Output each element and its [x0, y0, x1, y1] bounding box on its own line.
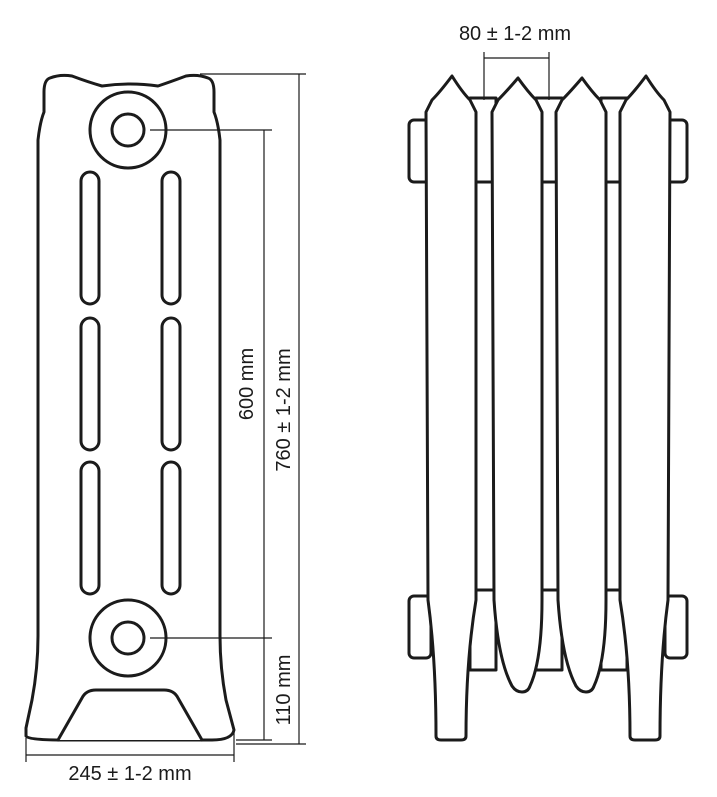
bottom-connection-hole — [110, 620, 146, 656]
width-label: 245 ± 1-2 mm — [68, 763, 191, 785]
radiator-section — [424, 74, 478, 742]
side-view — [407, 74, 689, 742]
base-height-label: 110 mm — [273, 655, 295, 726]
radiator-section — [618, 74, 672, 742]
height-label: 760 ± 1-2 mm — [273, 348, 295, 471]
front-slot — [160, 170, 182, 306]
radiator-section — [490, 76, 544, 694]
axis-distance-label: 600 mm — [236, 348, 258, 420]
front-slot — [79, 170, 101, 306]
front-slot — [160, 460, 182, 596]
front-slot — [79, 460, 101, 596]
front-dimensions: 245 ± 1-2 mm 600 mm 760 ± 1-2 mm 110 mm — [25, 73, 306, 785]
front-base-cutout — [56, 688, 204, 742]
section-pitch-label: 80 ± 1-2 mm — [459, 23, 571, 45]
front-section-outline — [24, 73, 236, 742]
front-slot — [160, 316, 182, 452]
top-connection-hole — [110, 112, 146, 148]
side-dimensions: 80 ± 1-2 mm — [459, 23, 571, 100]
front-view — [24, 73, 236, 742]
radiator-section — [554, 76, 608, 694]
front-slot — [79, 316, 101, 452]
